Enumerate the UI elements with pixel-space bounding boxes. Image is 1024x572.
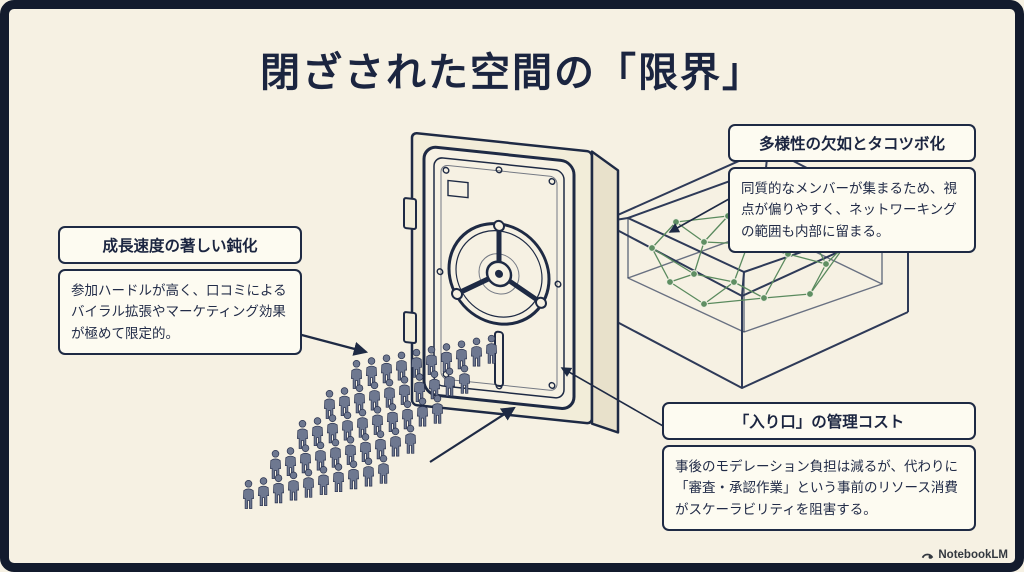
notebooklm-icon (922, 553, 934, 559)
arrow-toward-vault (429, 406, 516, 463)
callout-diversity: 多様性の欠如とタコツボ化 同質的なメンバーが集まるため、視点が偏りやすく、ネット… (728, 124, 976, 253)
vault-handle-rod (494, 330, 504, 388)
callout-entrance-title: 「入り口」の管理コスト (662, 402, 976, 440)
brand-label: NotebookLM (938, 548, 1008, 561)
arrow-toward-crowd (297, 332, 369, 356)
brand-badge: NotebookLM (921, 548, 1008, 561)
crowd-of-people (243, 334, 497, 509)
page-title: 閉ざされた空間の「限界」 (260, 51, 764, 95)
vault-hinge-top (403, 197, 417, 230)
vault-plaque (447, 179, 469, 199)
callout-entrance: 「入り口」の管理コスト 事後のモデレーション負担は減るが、代わりに「審査・承認作… (662, 402, 976, 531)
callout-growth-title: 成長速度の著しい鈍化 (58, 226, 302, 264)
callout-entrance-body: 事後のモデレーション負担は減るが、代わりに「審査・承認作業」という事前のリソース… (662, 445, 976, 531)
vault-wheel (447, 219, 551, 326)
callout-diversity-title: 多様性の欠如とタコツボ化 (728, 124, 976, 162)
callout-growth-body: 参加ハードルが高く、口コミによるバイラル拡張やマーケティング効果が極めて限定的。 (58, 269, 302, 355)
callout-diversity-body: 同質的なメンバーが集まるため、視点が偏りやすく、ネットワーキングの範囲も内部に留… (728, 167, 976, 253)
vault-hinge-bottom (403, 311, 417, 344)
callout-growth: 成長速度の著しい鈍化 参加ハードルが高く、口コミによるバイラル拡張やマーケティン… (58, 226, 302, 355)
